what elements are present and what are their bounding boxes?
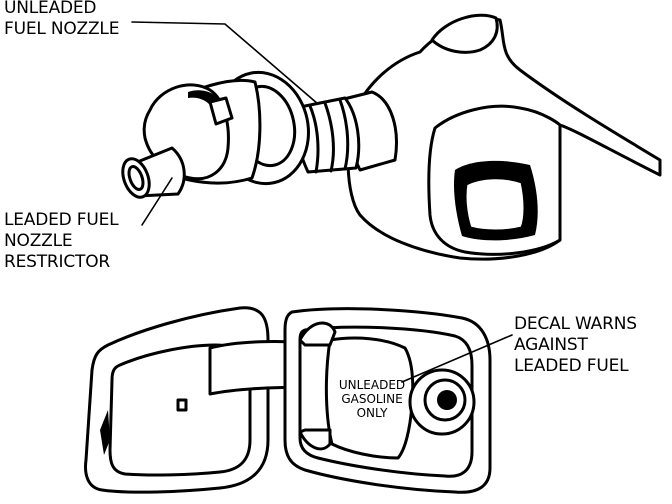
label-leaded-fuel-nozzle-restrictor: LEADED FUEL NOZZLE RESTRICTOR — [4, 210, 119, 273]
nozzle-handle — [338, 13, 662, 261]
label-line: NOZZLE — [4, 231, 73, 251]
leader-unleaded-nozzle — [131, 21, 319, 105]
label-decal-warning: DECAL WARNS AGAINST LEADED FUEL — [514, 314, 637, 377]
label-line: UNLEADED — [4, 0, 97, 18]
decal-text: UNLEADED GASOLINE ONLY — [336, 378, 408, 420]
label-unleaded-fuel-nozzle: UNLEADED FUEL NOZZLE — [4, 0, 119, 40]
leader-lines — [131, 21, 513, 383]
label-line: DECAL WARNS — [514, 314, 637, 334]
label-line: FUEL NOZZLE — [4, 19, 120, 39]
fuel-filler-door — [84, 306, 492, 494]
label-line: RESTRICTOR — [4, 252, 111, 272]
decal-line: GASOLINE — [341, 392, 403, 406]
label-line: LEADED FUEL — [514, 356, 629, 376]
label-line: AGAINST — [514, 335, 588, 355]
decal-line: ONLY — [356, 406, 388, 420]
nozzle-restrictor-part — [121, 70, 310, 199]
decal-line: UNLEADED — [338, 378, 406, 392]
leader-decal — [401, 334, 513, 383]
leader-restrictor — [141, 177, 173, 226]
label-line: LEADED FUEL — [4, 210, 119, 230]
